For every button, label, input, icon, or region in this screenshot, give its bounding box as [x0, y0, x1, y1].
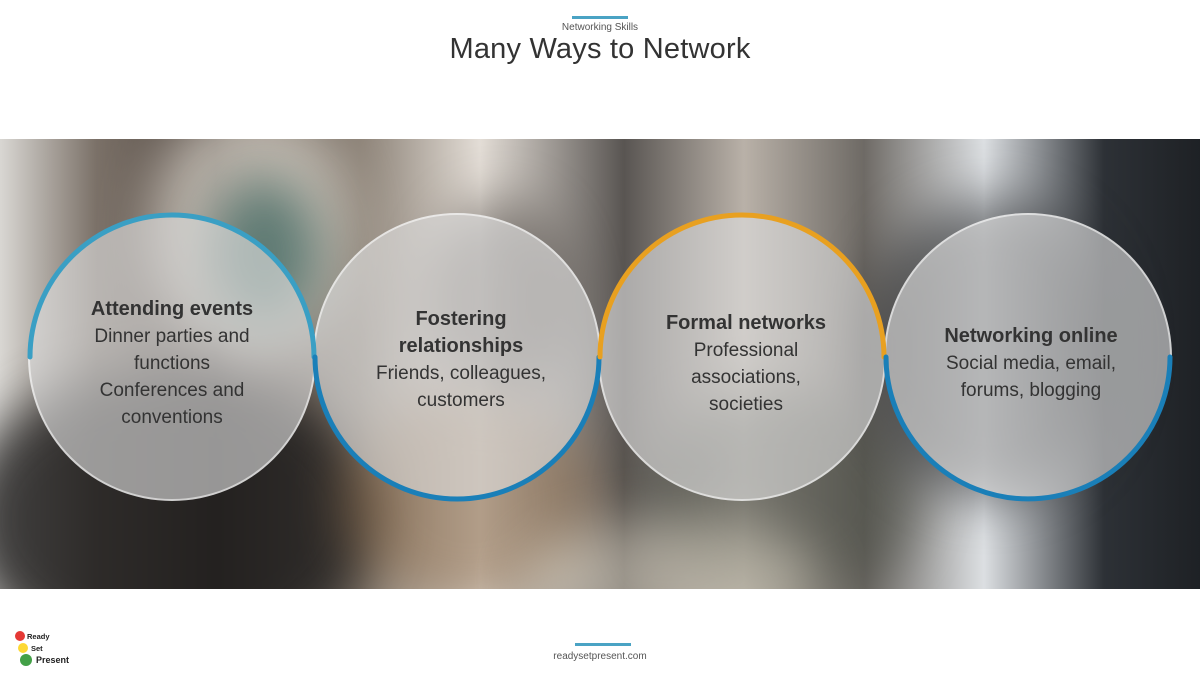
card-line: Professional — [693, 340, 799, 361]
footer-url: readysetpresent.com — [553, 651, 647, 662]
card-line: forums, blogging — [960, 380, 1102, 401]
card-heading: Formal networks — [665, 312, 827, 334]
card-line: Conferences and — [99, 380, 245, 401]
card-heading: Attending events — [90, 298, 254, 320]
logo-yellow-dot — [18, 643, 28, 653]
card-line: Dinner parties and — [94, 326, 250, 347]
card-line: conventions — [121, 407, 223, 428]
card-line: functions — [133, 353, 211, 374]
card-text-fostering-relationships: Fostering relationships Friends, colleag… — [356, 306, 566, 414]
card-heading: relationships — [398, 335, 524, 357]
top-accent-rule — [572, 16, 628, 19]
card-line: customers — [417, 390, 505, 411]
logo-word-set: Set — [31, 644, 43, 653]
card-line: societies — [709, 394, 783, 415]
logo-red-dot — [15, 631, 25, 641]
bottom-accent-rule — [575, 643, 631, 646]
card-line: Friends, colleagues, — [375, 363, 547, 384]
card-text-attending-events: Attending events Dinner parties and func… — [67, 296, 277, 431]
logo-word-ready: Ready — [27, 632, 50, 641]
card-line: associations, — [691, 367, 801, 388]
slide-title: Many Ways to Network — [449, 33, 751, 65]
card-heading: Fostering — [415, 308, 507, 330]
card-heading: Networking online — [944, 325, 1118, 347]
card-line: Social media, email, — [945, 353, 1117, 374]
card-text-formal-networks: Formal networks Professional association… — [641, 310, 851, 418]
slide-subtitle: Networking Skills — [561, 22, 639, 33]
logo-green-dot — [20, 654, 32, 666]
logo-word-present: Present — [36, 655, 69, 665]
ready-set-present-logo: Ready Set Present — [15, 631, 69, 666]
card-text-networking-online: Networking online Social media, email, f… — [926, 323, 1136, 404]
